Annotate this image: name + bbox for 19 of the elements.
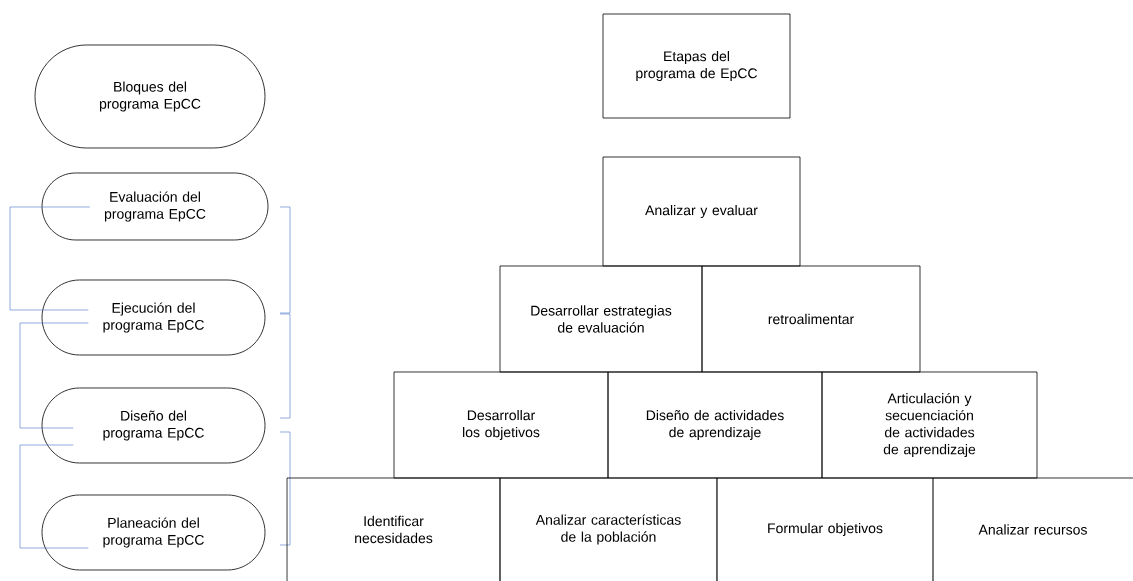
- rounded-box: Planeación del programa EpCC: [41, 494, 266, 571]
- stage-box: Analizar y evaluar: [602, 156, 801, 267]
- stage-box: Desarrollar estrategias de evaluación: [499, 265, 703, 373]
- connector-line: [19, 444, 89, 549]
- rounded-box: Evaluación del programa EpCC: [41, 172, 269, 241]
- rounded-box: Ejecución del programa EpCC: [41, 279, 266, 356]
- stage-box: Desarrollar los objetivos: [393, 371, 609, 479]
- stage-box: Analizar recursos: [932, 477, 1133, 581]
- stage-box: Identificar necesidades: [286, 477, 501, 581]
- stage-box: Etapas del programa de EpCC: [602, 13, 791, 119]
- connector-line: [19, 322, 89, 429]
- connector-line: [9, 206, 91, 311]
- stage-box: Formular objetivos: [716, 477, 934, 581]
- stage-box: Diseño de actividades de aprendizaje: [607, 371, 823, 479]
- stage-box: Analizar características de la población: [499, 477, 718, 581]
- stage-box: retroalimentar: [701, 265, 921, 373]
- rounded-box: Bloques del programa EpCC: [34, 44, 266, 149]
- stage-box: Articulación y secuenciación de actividades de aprendizaje: [821, 371, 1038, 479]
- rounded-box: Diseño del programa EpCC: [41, 387, 266, 464]
